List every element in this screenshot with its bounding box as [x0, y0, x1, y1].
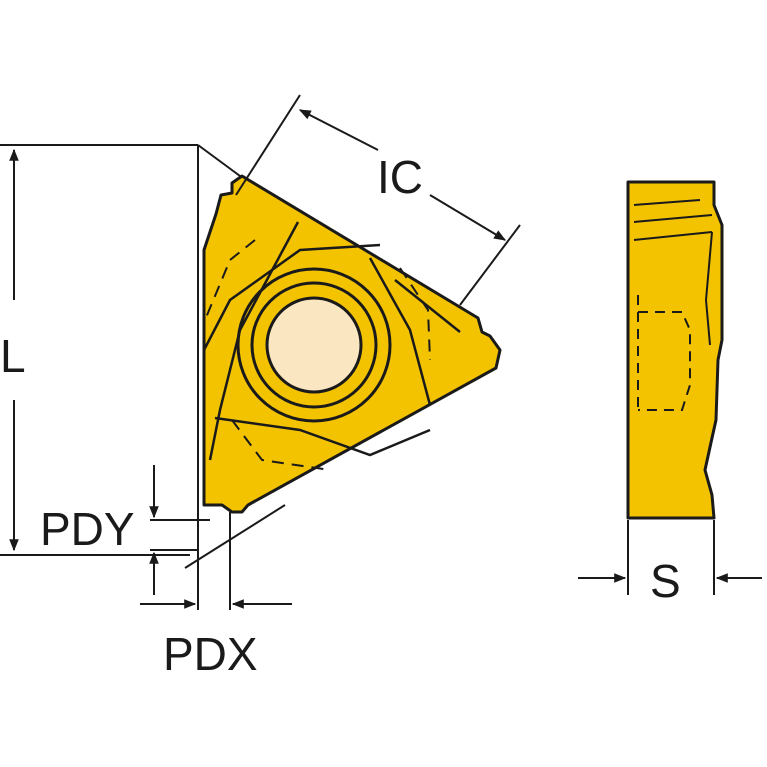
side-body [626, 180, 724, 520]
insert-bore [265, 296, 363, 394]
dimension-lines [0, 94, 521, 610]
insert-outer-ring [236, 267, 392, 423]
insert-mid-ring [250, 281, 378, 409]
thread-form-line [368, 257, 432, 406]
ic-label: IC [377, 151, 423, 203]
thread-form-line [214, 416, 431, 457]
s-label: S [650, 555, 681, 607]
ic-extension-line [459, 224, 521, 306]
flank-reference-line [184, 504, 286, 569]
side-profile-line [704, 231, 713, 346]
s-dimension [578, 520, 762, 595]
hidden-edge [231, 419, 331, 471]
ic-dimension-arrow [429, 194, 507, 241]
insert-side-view [626, 180, 724, 520]
ic-extension-line [235, 94, 301, 196]
ic-dimension-arrow [298, 109, 379, 151]
pdx-label: PDX [163, 628, 258, 680]
thread-form-line [208, 221, 300, 461]
insert-top-view [202, 174, 502, 514]
side-chamfer-line [633, 199, 713, 241]
pdy-label: PDY [40, 503, 135, 555]
l-label: L [0, 330, 26, 382]
hidden-edge [399, 267, 431, 361]
thread-form-line [202, 243, 381, 351]
side-hidden-bore [637, 295, 691, 411]
thread-form-line [394, 279, 461, 333]
hidden-edge [204, 239, 256, 321]
l-extension-line [197, 144, 241, 177]
